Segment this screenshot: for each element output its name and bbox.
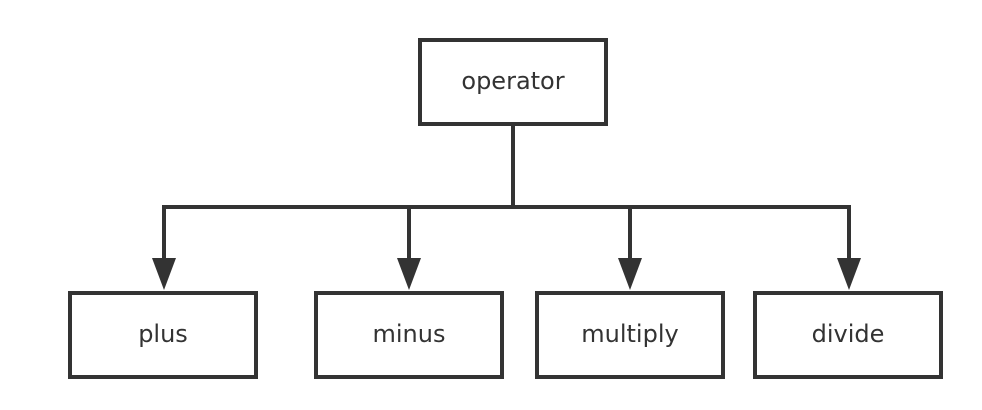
node-divide: divide <box>753 291 943 379</box>
arrowhead-multiply <box>618 258 642 290</box>
arrowhead-minus <box>397 258 421 290</box>
node-multiply-label: multiply <box>581 320 678 348</box>
arrowhead-plus <box>152 258 176 290</box>
node-multiply: multiply <box>535 291 725 379</box>
node-operator: operator <box>418 38 608 126</box>
node-operator-label: operator <box>461 67 564 95</box>
node-multiply-box <box>535 291 725 379</box>
node-minus-box <box>314 291 504 379</box>
node-operator-box <box>418 38 608 126</box>
node-divide-label: divide <box>812 320 885 348</box>
connectors <box>152 122 861 290</box>
node-minus: minus <box>314 291 504 379</box>
node-plus-label: plus <box>138 320 188 348</box>
node-plus: plus <box>68 291 258 379</box>
node-divide-box <box>753 291 943 379</box>
arrowhead-divide <box>837 258 861 290</box>
node-minus-label: minus <box>373 320 446 348</box>
node-plus-box <box>68 291 258 379</box>
